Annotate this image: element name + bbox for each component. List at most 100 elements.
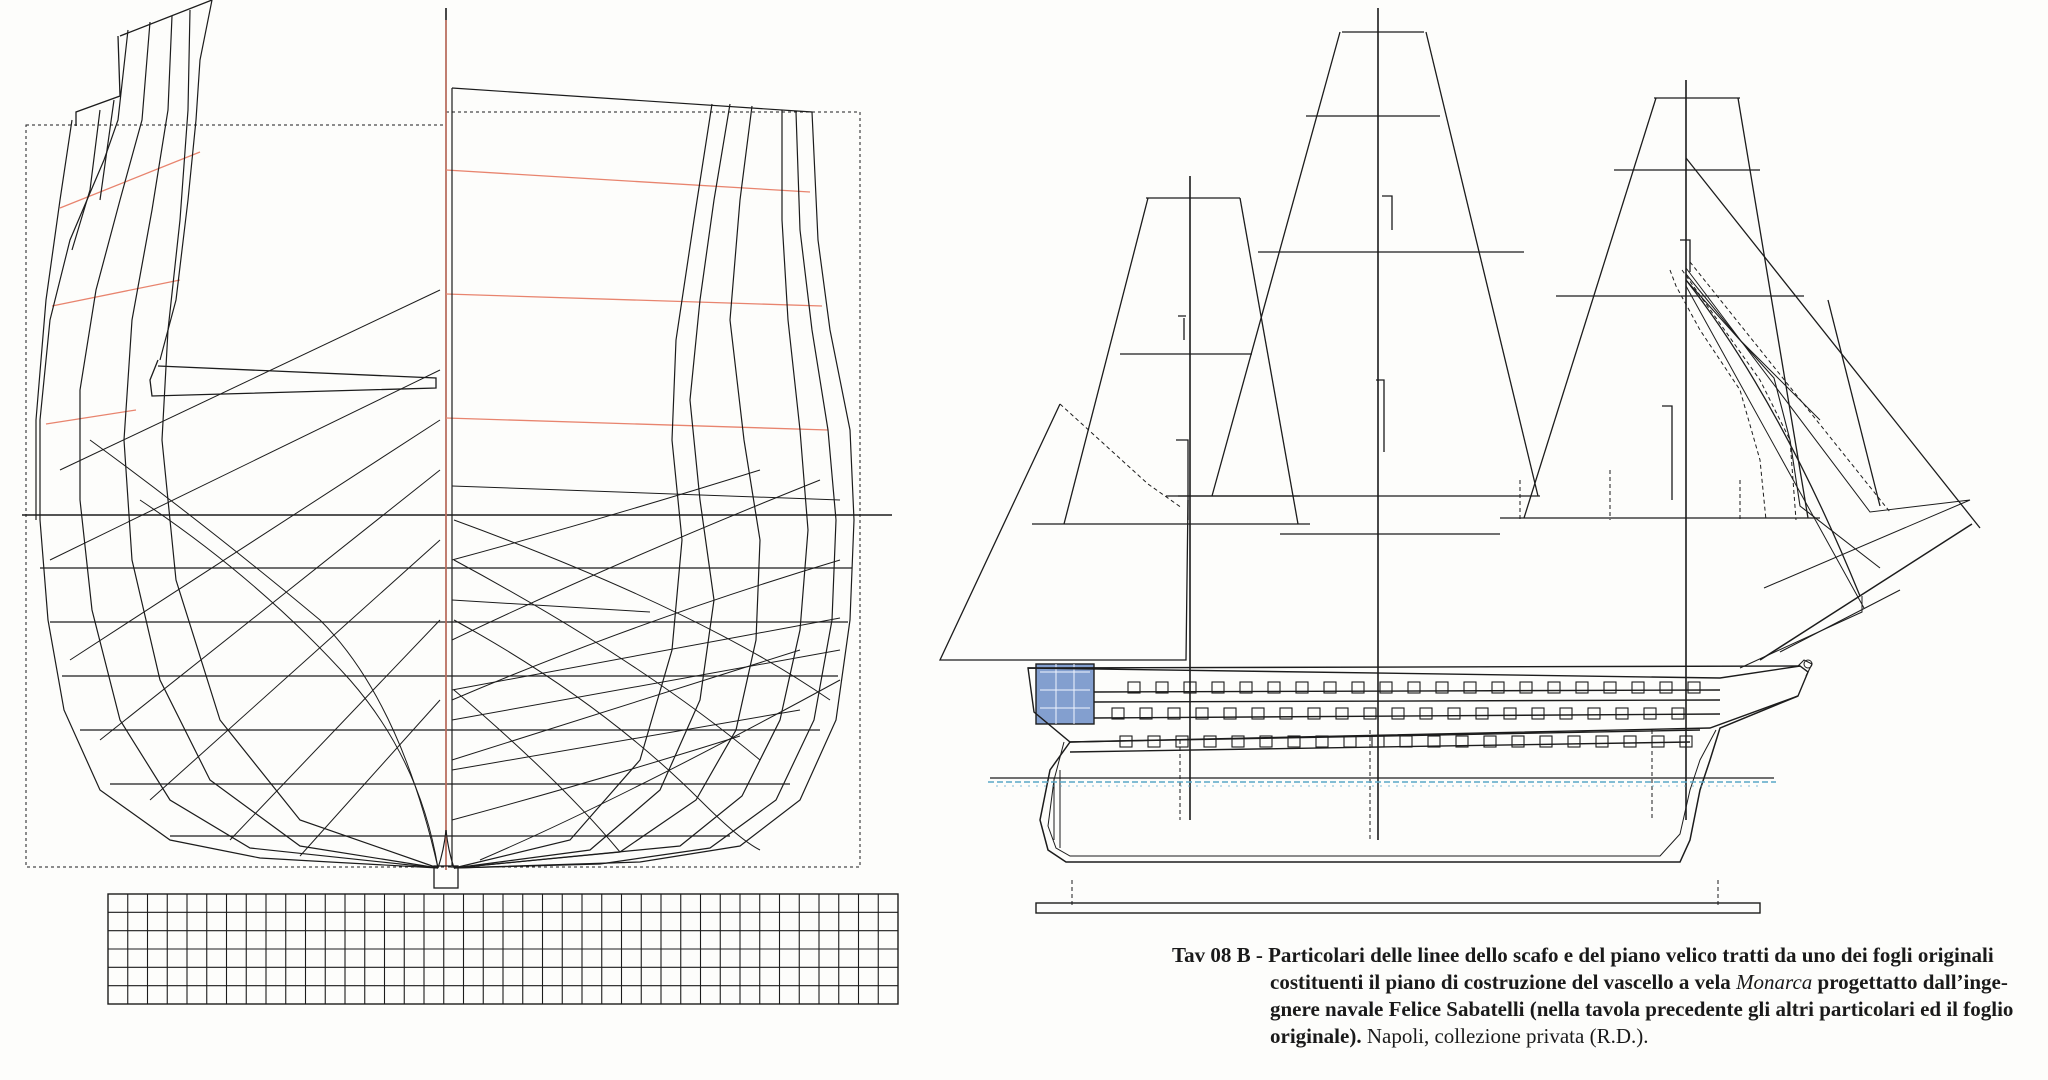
gunport [1587,707,1601,720]
gunport [1119,735,1133,748]
gunport [1127,681,1141,694]
gunport [1183,681,1197,694]
gunport [1399,735,1413,748]
gunport [1435,681,1449,694]
headsails [1685,157,1981,609]
caption-text-2a: costituenti il piano di costruzione del … [1270,970,1737,994]
gunport [1539,735,1553,748]
gunports [1111,681,1701,748]
gunport [1511,735,1525,748]
sail-plan [938,8,1981,906]
caption-label: Tav 08 B - [1172,943,1263,967]
gunport [1463,681,1477,694]
gunport [1615,707,1629,720]
gunport [1687,681,1701,694]
caption-text-2b: progettatto dall’inge- [1812,970,2008,994]
gunport [1427,735,1441,748]
bowsprit [1759,523,1973,661]
gunport [1503,707,1517,720]
body-plan-scale-grid [107,893,899,1005]
gunport [1315,735,1329,748]
gunport [1531,707,1545,720]
body-plan-red-waterlines [45,20,829,870]
figure-caption: Tav 08 B - Particolari delle linee dello… [1172,942,2013,1050]
headsail-sheets [1519,261,1891,521]
gunport [1351,681,1365,694]
gunport [1335,707,1349,720]
gunport [1139,707,1153,720]
caption-line-4: originale). Napoli, collezione privata (… [1172,1023,1992,1050]
mast-hidden-lines [1071,730,1719,906]
gunport [1267,681,1281,694]
gunport [1371,735,1385,748]
lower-hull [1039,695,1799,863]
caption-line-2: costituenti il piano di costruzione del … [1172,969,2008,996]
gunport [1363,707,1377,720]
gunport [1295,681,1309,694]
fore-sails [1500,97,1820,519]
caption-line-1: Tav 08 B - Particolari delle linee dello… [1172,942,1994,969]
gunport [1279,707,1293,720]
gunport [1155,681,1169,694]
gunport [1323,681,1337,694]
ship-hull-profile [1027,659,1813,914]
gunport [1659,681,1673,694]
gunport [1623,735,1637,748]
caption-text-1: Particolari delle linee dello scafo e de… [1268,943,1994,967]
body-plan-frame-right [445,111,861,868]
gunport [1643,707,1657,720]
body-plan-bow-sections [451,87,855,869]
gunport [1559,707,1573,720]
gunport [1167,707,1181,720]
gunport [1259,735,1273,748]
keel-scale-bar [1035,902,1761,914]
body-plan-diagonals-left [49,289,441,869]
gunport [1307,707,1321,720]
gunport [1379,681,1393,694]
gunport [1519,681,1533,694]
gunport [1491,681,1505,694]
gunport [1223,707,1237,720]
gunport [1231,735,1245,748]
body-plan-stern-sections [35,0,439,869]
caption-ship-name: Monarca [1736,970,1813,994]
gunport [1239,681,1253,694]
caption-line-3: gnere navale Felice Sabatelli (nella tav… [1172,996,2013,1023]
main-sails [1166,31,1540,535]
gunport [1603,681,1617,694]
gunport [1343,735,1357,748]
body-plan-diagonals-right [451,469,841,861]
stern-gallery [1035,663,1095,725]
gunport [1447,707,1461,720]
gunport [1287,735,1301,748]
caption-text-4-rest: Napoli, collezione privata (R.D.). [1361,1024,1649,1048]
gunport [1595,735,1609,748]
gunport [1203,735,1217,748]
gunport [1407,681,1421,694]
gunport [1679,735,1693,748]
gunport [1419,707,1433,720]
gunport [1391,707,1405,720]
gunport [1175,735,1189,748]
gunport [1111,707,1125,720]
gunport [1475,707,1489,720]
caption-text-4-bold: originale). [1270,1024,1362,1048]
caption-text-3: gnere navale Felice Sabatelli (nella tav… [1270,997,2014,1021]
gunport [1483,735,1497,748]
gunport [1211,681,1225,694]
mizzen-sails [1032,197,1310,525]
gunport [1575,681,1589,694]
gunport [1547,681,1561,694]
gunport [1147,735,1161,748]
gunport [1455,735,1469,748]
sea-waterline [988,777,1776,787]
gunport [1651,735,1665,748]
gunport [1195,707,1209,720]
body-plan-frame-left [25,124,447,868]
gunport [1567,735,1581,748]
hull-body-plan [22,0,892,889]
gunport [1671,707,1685,720]
body-plan-keel [433,865,459,889]
gunport [1631,681,1645,694]
